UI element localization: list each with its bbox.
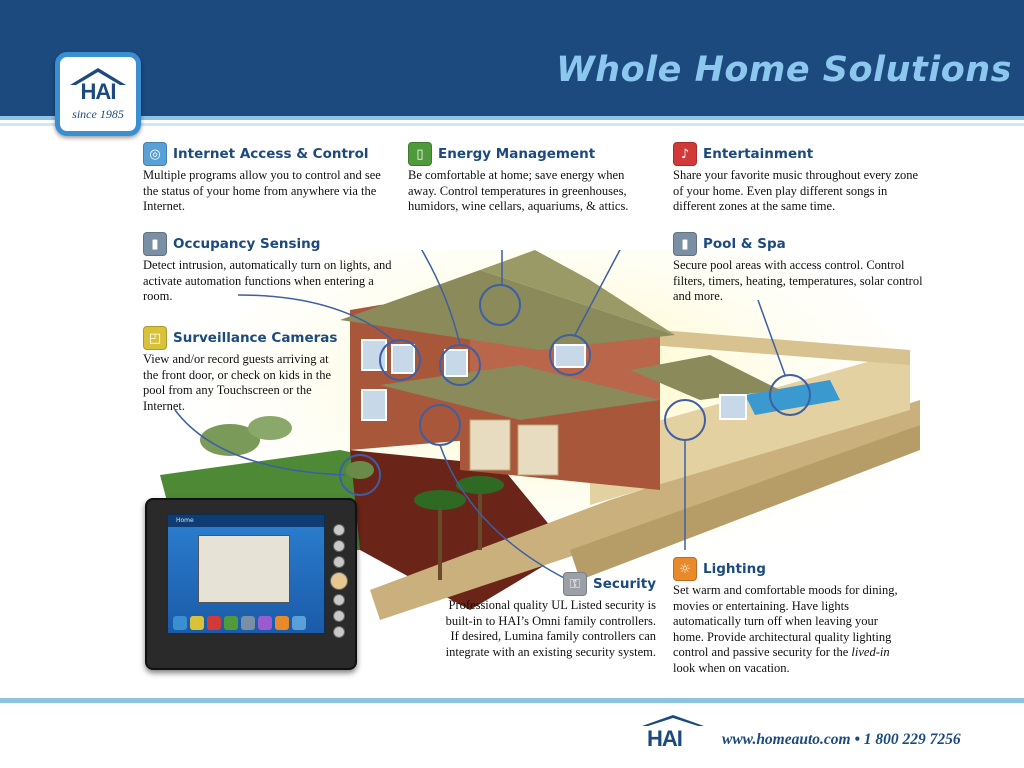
hardware-button — [333, 540, 345, 552]
feature-pool-title: Pool & Spa — [703, 236, 786, 252]
hardware-button — [333, 610, 345, 622]
dock-energy-icon — [224, 616, 238, 630]
touchscreen-display: Home — [167, 514, 325, 634]
feature-lighting-body-text: Set warm and comfortable moods for dinin… — [673, 583, 898, 659]
feature-lighting-body: Set warm and comfortable moods for dinin… — [673, 583, 903, 676]
thermostat-icon: ▯ — [408, 142, 432, 166]
feature-pool: ▮ Pool & Spa Secure pool areas with acce… — [673, 231, 931, 305]
feature-occupancy: ▮ Occupancy Sensing Detect intrusion, au… — [143, 231, 395, 305]
header-stripe — [0, 116, 1024, 120]
hardware-button — [333, 556, 345, 568]
feature-internet-body: Multiple programs allow you to control a… — [143, 168, 381, 213]
music-note-icon: ♪ — [673, 142, 697, 166]
dock-settings-icon — [292, 616, 306, 630]
logo-mark: HAI — [80, 79, 117, 104]
hardware-center-button — [330, 572, 348, 590]
touchscreen-buttons — [330, 524, 348, 642]
feature-occupancy-title: Occupancy Sensing — [173, 236, 321, 252]
footer-contact: www.homeauto.com • 1 800 229 7256 — [722, 731, 961, 748]
footer-stripe — [0, 698, 1024, 703]
lightbulb-icon: ☼ — [673, 557, 697, 581]
feature-cameras-body: View and/or record guests arriving at th… — [143, 352, 331, 413]
feature-pool-body: Secure pool areas with access control. C… — [673, 258, 923, 303]
footer-logo-mark: HAI — [647, 726, 683, 751]
floor-plan-thumbnail — [198, 535, 290, 603]
page-title: Whole Home Solutions — [556, 50, 1012, 90]
feature-lighting: ☼ Lighting Set warm and comfortable mood… — [673, 556, 903, 676]
feature-security: ⚿ Security Professional quality UL Liste… — [436, 571, 656, 660]
house-illustration — [160, 250, 920, 620]
hardware-button — [333, 524, 345, 536]
camera-icon: ◰ — [143, 326, 167, 350]
feature-lighting-title: Lighting — [703, 561, 766, 577]
feature-lighting-body-em: lived-in — [851, 645, 890, 659]
feature-internet-title: Internet Access & Control — [173, 146, 369, 162]
feature-entertainment-body: Share your favorite music throughout eve… — [673, 168, 919, 213]
lock-icon: ⚿ — [562, 572, 587, 596]
footer-roof-icon — [642, 715, 704, 726]
dock-home-icon — [173, 616, 187, 630]
touchscreen-status-bar: Home — [168, 515, 324, 527]
header-stripe-light — [0, 123, 1024, 126]
logo-since: since 1985 — [72, 107, 124, 121]
internet-icon: ◎ — [143, 142, 167, 166]
door-icon: ▮ — [673, 232, 697, 256]
dock-camera-icon — [190, 616, 204, 630]
door-icon: ▮ — [143, 232, 167, 256]
touchscreen-device: Home — [145, 498, 357, 670]
dock-security-icon — [207, 616, 221, 630]
feature-cameras-title: Surveillance Cameras — [173, 330, 338, 346]
feature-energy-body: Be comfortable at home; save energy when… — [408, 168, 629, 213]
feature-entertainment-title: Entertainment — [703, 146, 814, 162]
feature-security-title: Security — [592, 576, 656, 592]
dock-access-icon — [241, 616, 255, 630]
dock-audio-icon — [258, 616, 272, 630]
feature-cameras: ◰ Surveillance Cameras View and/or recor… — [143, 325, 343, 414]
feature-lighting-body-end: look when on vacation. — [673, 660, 790, 675]
feature-security-body: Professional quality UL Listed security … — [445, 598, 656, 659]
header-band — [0, 0, 1024, 116]
hardware-button — [333, 594, 345, 606]
feature-energy-title: Energy Management — [438, 146, 596, 162]
hardware-button — [333, 626, 345, 638]
feature-occupancy-body: Detect intrusion, automatically turn on … — [143, 258, 392, 303]
feature-entertainment: ♪ Entertainment Share your favorite musi… — [673, 141, 923, 215]
hai-logo: HAI since 1985 — [55, 52, 141, 136]
dock-lighting-icon — [275, 616, 289, 630]
feature-energy: ▯ Energy Management Be comfortable at ho… — [408, 141, 656, 215]
touchscreen-home-label: Home — [176, 517, 194, 524]
roof-icon — [70, 68, 126, 85]
touchscreen-dock — [170, 615, 322, 631]
feature-internet: ◎ Internet Access & Control Multiple pro… — [143, 141, 393, 215]
